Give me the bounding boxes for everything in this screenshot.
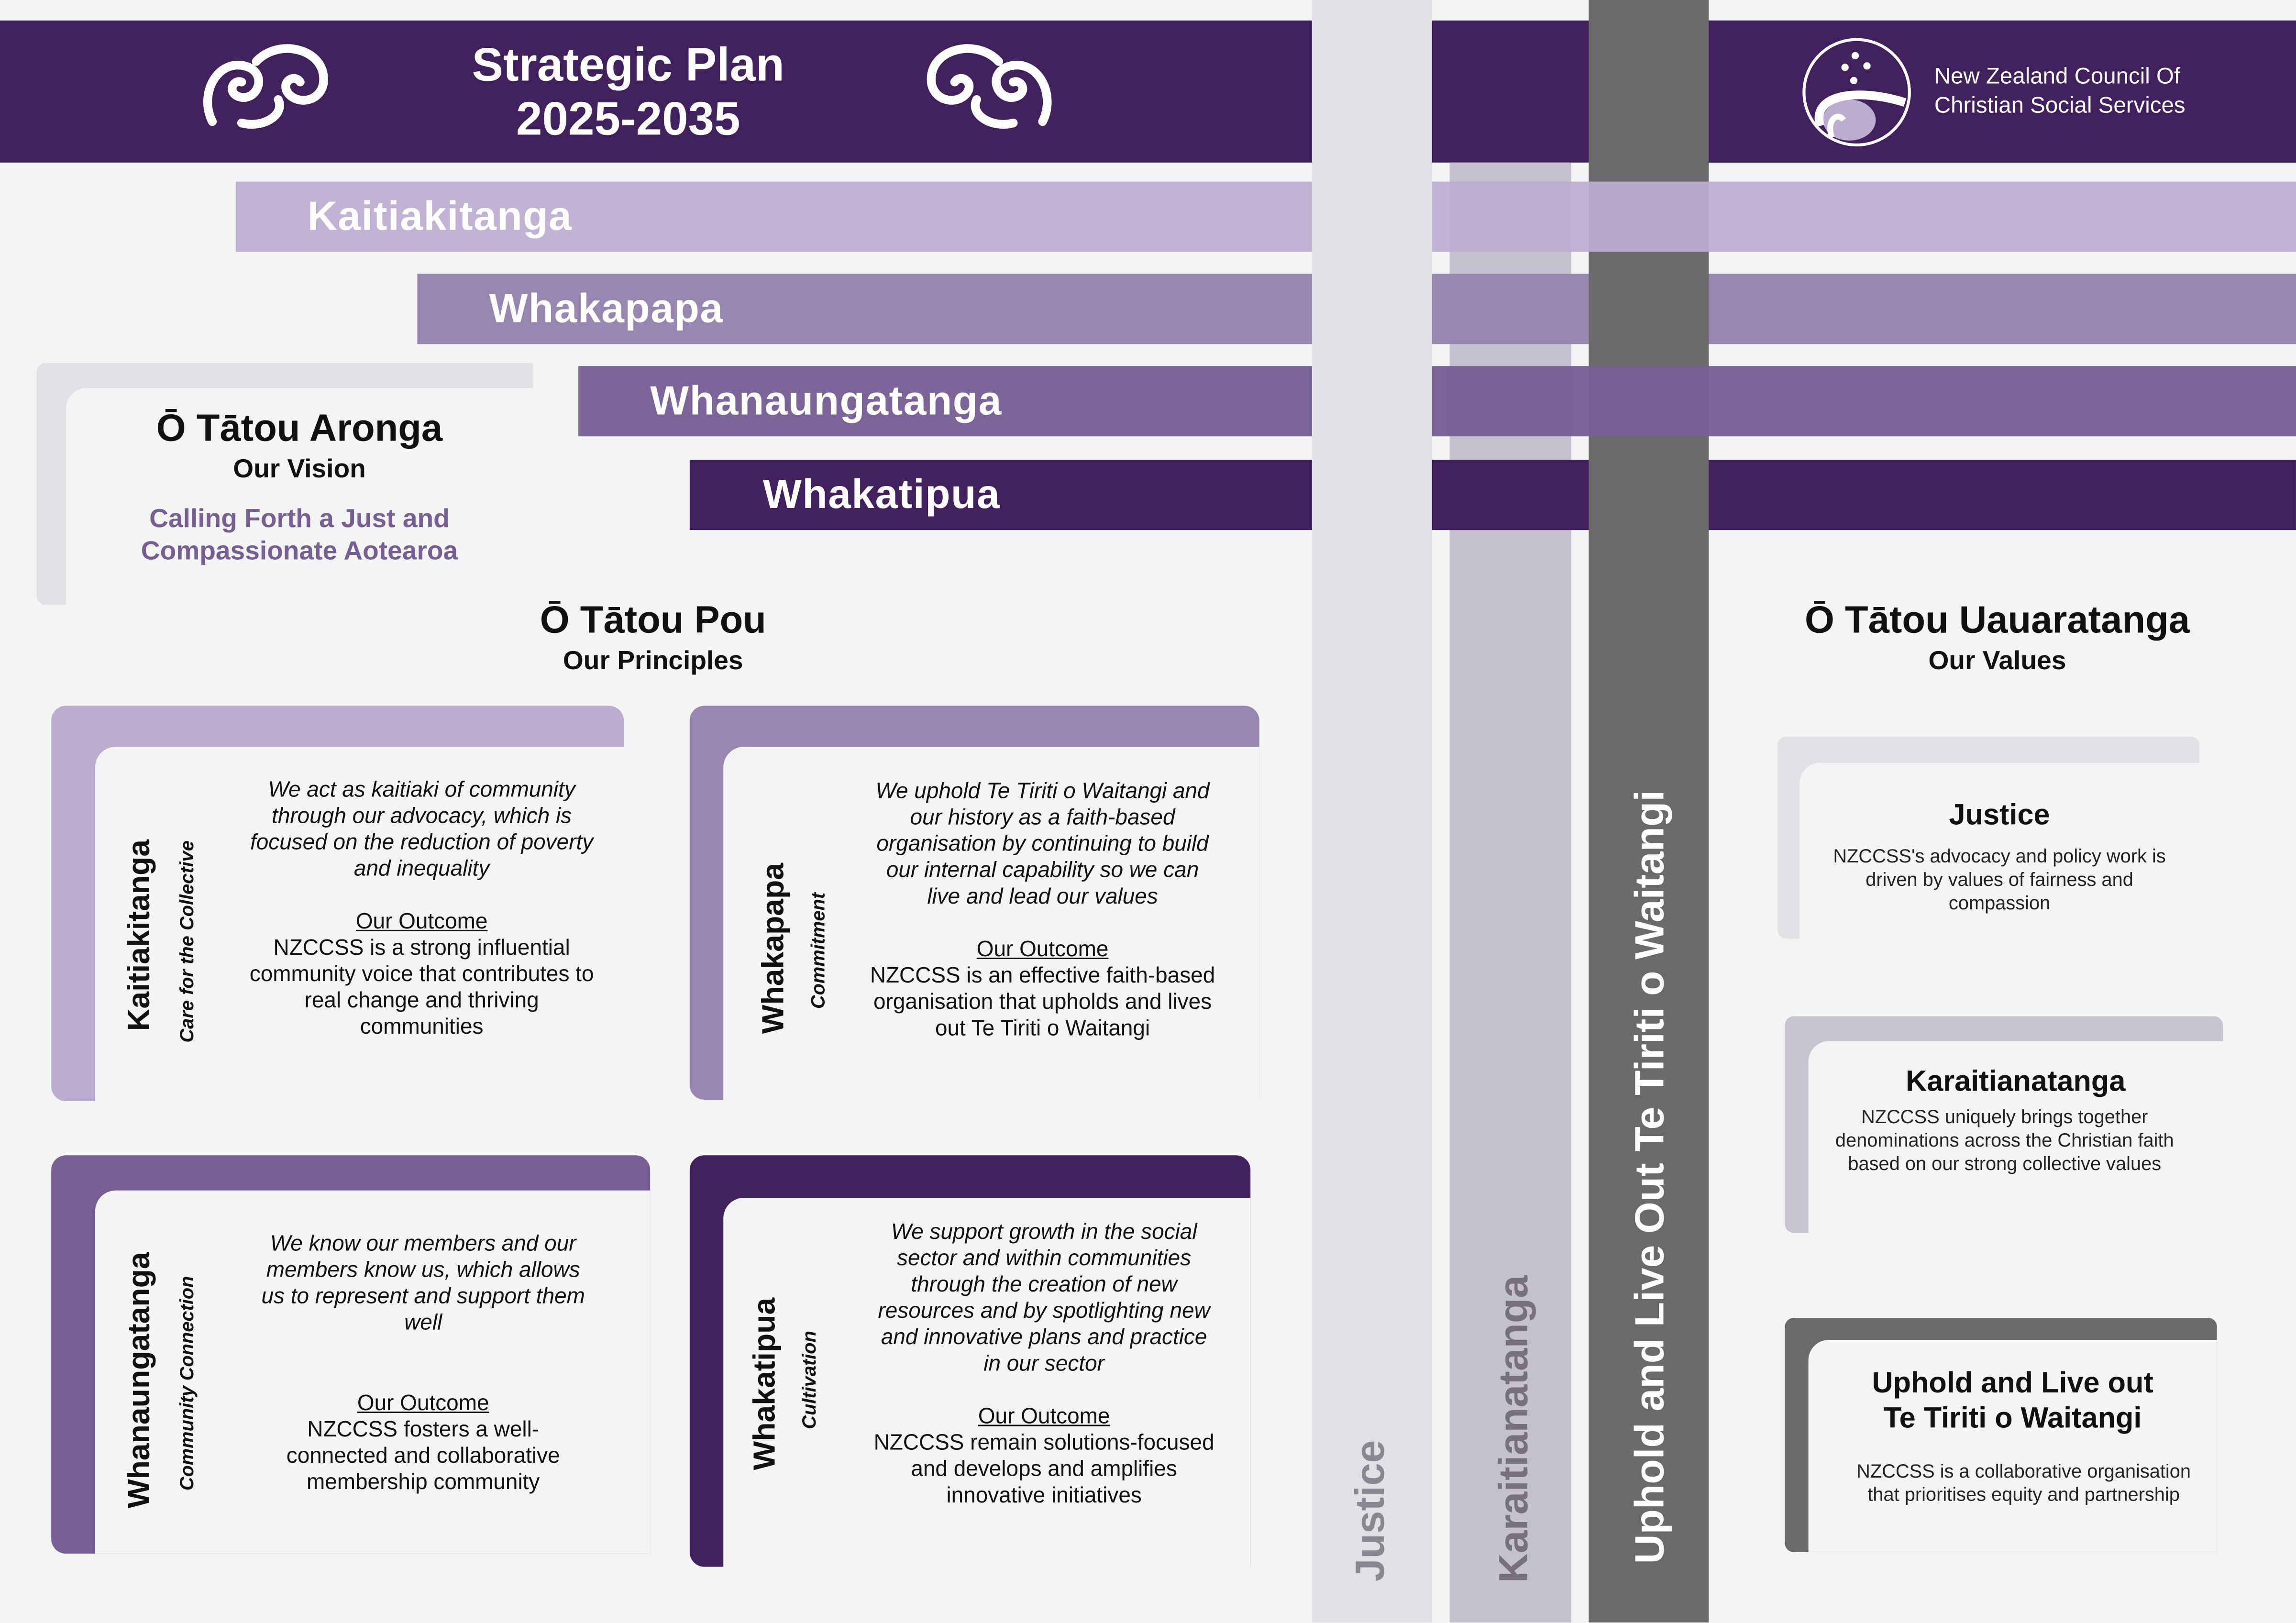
principles-subtitle: Our Principles [563, 645, 743, 675]
principle-card-body [723, 747, 1259, 1100]
principles-heading: Ō Tātou Pou Our Principles [439, 597, 867, 676]
vision-card: Ō Tātou Aronga Our Vision Calling Forth … [66, 388, 533, 605]
nzccss-logo-icon [1802, 38, 1911, 147]
org-name-line1: New Zealand Council Of [1934, 64, 2181, 89]
principle-text: We act as kaitiaki of community through … [246, 777, 597, 1041]
value-title: Justice [1949, 799, 2050, 832]
principle-subtitle: Care for the Collective [176, 840, 198, 1043]
vision-line2: Compassionate Aotearoa [141, 536, 458, 565]
value-title-line1: Uphold and Live out [1872, 1368, 2153, 1400]
outcome-heading: Our Outcome [976, 937, 1109, 962]
band-kaitiakitanga: Kaitiakitanga [235, 181, 2296, 252]
principle-subtitle: Cultivation [798, 1331, 820, 1429]
principle-name: Whakatipua [748, 1297, 782, 1470]
org-name-line2: Christian Social Services [1934, 93, 2186, 119]
value-card-body: Karaitianatanga NZCCSS uniquely brings t… [1808, 1041, 2223, 1233]
value-card-body: Uphold and Live out Te Tiriti o Waitangi… [1808, 1339, 2217, 1552]
principles-title: Ō Tātou Pou [540, 597, 766, 641]
principle-statement: We act as kaitiaki of community through … [250, 777, 594, 882]
principle-subtitle: Community Connection [176, 1276, 198, 1491]
column-justice: Justice [1312, 0, 1432, 1623]
principle-card-body [723, 1198, 1251, 1567]
principle-name: Whanaungatanga [123, 1252, 157, 1509]
principle-text: We uphold Te Tiriti o Waitangi and our h… [867, 779, 1218, 1043]
principle-name: Kaitiakitanga [123, 839, 157, 1031]
principle-text: We support growth in the social sector a… [872, 1220, 1215, 1510]
principle-statement: We support growth in the social sector a… [878, 1219, 1210, 1377]
values-heading: Ō Tātou Uauaratanga Our Values [1757, 597, 2237, 676]
principle-name: Whakapapa [757, 862, 791, 1034]
value-text: NZCCSS is a collaborative organisation t… [1856, 1460, 2191, 1505]
vision-subtitle: Our Vision [233, 453, 366, 484]
koru-icon-right [927, 44, 1052, 129]
koru-icon-left [203, 44, 328, 129]
outcome-text: NZCCSS is an effective faith-based organ… [870, 963, 1215, 1041]
principle-statement: We know our members and our members know… [261, 1231, 585, 1336]
outcome-text: NZCCSS fosters a well-connected and coll… [286, 1417, 560, 1495]
principle-statement: We uphold Te Tiriti o Waitangi and our h… [875, 779, 1210, 910]
vision-title: Ō Tātou Aronga [156, 405, 443, 450]
vision-line1: Calling Forth a Just and [149, 504, 450, 533]
outcome-heading: Our Outcome [978, 1404, 1110, 1429]
outcome-text: NZCCSS remain solutions-focused and deve… [873, 1430, 1214, 1509]
principle-text: We know our members and our members know… [258, 1231, 589, 1496]
org-name: New Zealand Council Of Christian Social … [1934, 63, 2186, 121]
principle-card-body [95, 747, 624, 1102]
column-justice-label: Justice [1347, 1440, 1393, 1582]
value-text: NZCCSS uniquely brings together denomina… [1835, 1105, 2174, 1175]
column-uphold-label: Uphold and Live Out Te Tiriti o Waitangi [1626, 790, 1672, 1564]
column-karaitianatanga-label: Karaitianatanga [1490, 1275, 1536, 1583]
value-text: NZCCSS's advocacy and policy work is dri… [1833, 845, 2166, 914]
band-label: Whakatipua [762, 471, 1001, 517]
title-line2: 2025-2035 [516, 92, 740, 145]
band-label: Whanaungatanga [650, 377, 1002, 423]
org-header: New Zealand Council Of Christian Social … [1709, 20, 2296, 163]
band-label: Whakapapa [489, 285, 724, 331]
band-whakatipua: Whakatipua [689, 460, 2296, 530]
values-subtitle: Our Values [1928, 645, 2066, 675]
outcome-heading: Our Outcome [355, 909, 488, 935]
principle-card-body [95, 1190, 651, 1554]
principle-subtitle: Commitment [806, 892, 829, 1009]
outcome-text: NZCCSS is a strong influential community… [249, 936, 594, 1040]
column-uphold-te-tiriti: Uphold and Live Out Te Tiriti o Waitangi [1589, 0, 1709, 1623]
page-title: Strategic Plan 2025-2035 [425, 38, 832, 147]
band-label: Kaitiakitanga [307, 193, 573, 239]
value-title: Karaitianatanga [1906, 1066, 2126, 1098]
value-title-line2: Te Tiriti o Waitangi [1883, 1402, 2142, 1435]
band-whanaungatanga: Whanaungatanga [578, 366, 2296, 437]
vision-statement: Calling Forth a Just and Compassionate A… [66, 502, 533, 567]
outcome-heading: Our Outcome [357, 1391, 489, 1416]
values-title: Ō Tātou Uauaratanga [1805, 597, 2190, 641]
value-card-body: Justice NZCCSS's advocacy and policy wor… [1799, 762, 2199, 939]
title-line1: Strategic Plan [472, 38, 784, 91]
value-title: Uphold and Live out Te Tiriti o Waitangi [1809, 1366, 2217, 1436]
